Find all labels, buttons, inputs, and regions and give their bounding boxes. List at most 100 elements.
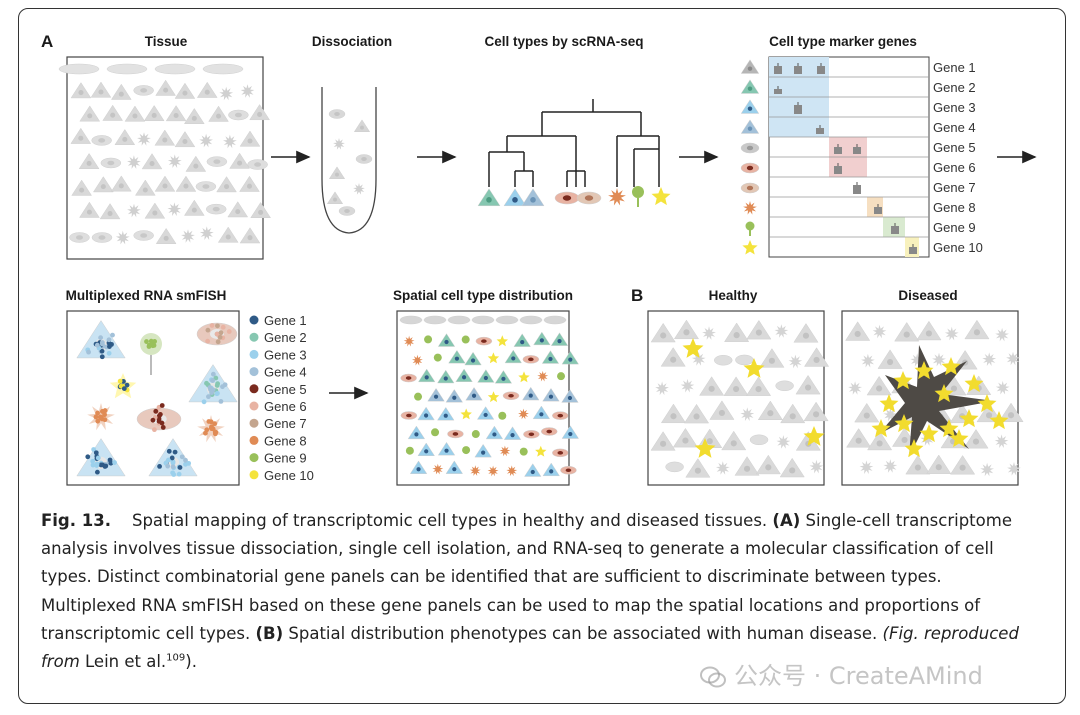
spatial-microglia	[431, 428, 440, 437]
diseased-glial-cell	[994, 434, 1009, 448]
cell-nucleus	[237, 160, 243, 166]
smfish-cells	[76, 320, 238, 477]
transcript-dot	[112, 460, 117, 465]
cell-nucleus	[86, 160, 92, 166]
transcript-dot	[183, 457, 188, 463]
spatial-glial-cell	[506, 465, 518, 477]
legend-swatch-6	[249, 401, 259, 411]
transcript-dot	[215, 323, 220, 329]
cell-nucleus	[530, 469, 535, 475]
cell-nucleus	[414, 432, 419, 437]
transcript-dot	[170, 460, 176, 466]
label-dissociation: Dissociation	[312, 34, 392, 49]
leaf-cell-6	[608, 188, 626, 206]
reactive-astrocyte	[964, 374, 984, 393]
marker-row-icon	[745, 221, 755, 231]
cell-nucleus	[461, 375, 467, 380]
cell-nucleus	[443, 376, 448, 381]
cell-nucleus	[247, 138, 253, 144]
marker-expression-bar	[874, 207, 882, 214]
caption-text-a: Single-cell transcriptome analysis invol…	[41, 511, 1012, 643]
diseased-cells	[845, 319, 1024, 477]
gene-row-label-1: Gene 1	[933, 60, 976, 75]
cell-nucleus	[876, 440, 883, 447]
diseased-glial-cell	[859, 460, 874, 474]
healthy-cells	[650, 319, 830, 478]
transcript-dot	[151, 343, 157, 348]
cell-nucleus	[528, 393, 533, 398]
tissue-glial-cell	[127, 203, 141, 218]
cell-nucleus	[193, 163, 199, 169]
spatial-microglia	[557, 372, 566, 381]
cell-nucleus	[706, 438, 713, 445]
spatial-glial-cell	[518, 408, 529, 420]
cell-nucleus	[216, 113, 222, 119]
diseased-glial-cell	[995, 327, 1009, 342]
spatial-surface-cell	[519, 315, 543, 325]
transcript-dot	[99, 341, 105, 347]
diseased-glial-cell	[872, 324, 887, 339]
diseased-glial-cell	[861, 353, 875, 368]
figure-caption: Fig. 13. Spatial mapping of transcriptom…	[41, 507, 1031, 676]
healthy-glial-cell	[715, 461, 730, 475]
cell-nucleus	[98, 138, 106, 143]
cell-nucleus	[512, 197, 518, 203]
healthy-glial-cell	[740, 407, 755, 421]
transcript-dot	[98, 414, 103, 420]
healthy-glial-cell	[691, 352, 706, 366]
cell-nucleus	[876, 385, 883, 392]
transcript-dot	[177, 465, 183, 470]
marker-expression-bar	[794, 105, 802, 114]
cell-nucleus	[557, 413, 564, 418]
tissue-glial-cell	[240, 84, 255, 98]
cell-nucleus	[406, 413, 412, 418]
marker-expression-bar	[891, 226, 899, 234]
reactive-astrocyte	[977, 394, 997, 413]
tissue-glial-cell	[115, 230, 130, 245]
reactive-astrocyte	[894, 414, 914, 433]
cell-nucleus	[863, 412, 870, 419]
transcript-dot	[99, 409, 105, 414]
cell-nucleus	[973, 329, 981, 336]
transcript-dot	[156, 413, 162, 419]
spatial-microglia	[433, 353, 442, 362]
tissue-glial-cell	[223, 134, 237, 149]
legend-swatch-10	[249, 470, 259, 480]
transcript-dot	[165, 457, 171, 463]
cell-nucleus	[98, 235, 106, 240]
cell-nucleus	[142, 187, 148, 193]
label-diseased: Diseased	[898, 288, 957, 303]
spatial-glial-cell	[403, 335, 415, 347]
legend-swatch-5	[249, 384, 259, 394]
cell-nucleus	[416, 467, 421, 472]
cell-nucleus	[557, 339, 562, 344]
cell-nucleus	[694, 467, 701, 474]
diseased-glial-cell	[932, 352, 946, 367]
cell-nucleus	[234, 112, 242, 118]
transcript-dot	[106, 337, 112, 343]
cell-nucleus	[163, 235, 169, 241]
cell-nucleus	[568, 357, 573, 362]
transcript-dot	[186, 460, 192, 466]
reactive-astrocyte	[904, 439, 924, 458]
watermark-text: 公众号 · CreateAMind	[734, 662, 983, 690]
tube-glial-cell	[353, 183, 365, 195]
cell-nucleus	[972, 438, 980, 445]
legend-swatch-9	[249, 453, 259, 463]
reactive-astrocyte	[879, 394, 899, 413]
transcript-dot	[171, 472, 177, 477]
transcript-dot	[212, 421, 218, 427]
tube-glial-cell	[333, 138, 345, 150]
transcript-dot	[204, 380, 209, 386]
cell-nucleus	[152, 210, 158, 216]
spatial-glial-cell	[537, 370, 549, 382]
cell-nucleus	[789, 413, 796, 420]
tissue-glial-cell	[181, 229, 195, 243]
gene-row-label-3: Gene 3	[933, 100, 976, 115]
transcript-dot	[215, 339, 221, 345]
cell-nucleus	[959, 464, 966, 471]
cell-nucleus	[246, 183, 253, 189]
label-tissue: Tissue	[145, 34, 188, 49]
healthy-astrocyte	[743, 358, 765, 378]
spatial-glial-cell	[499, 445, 511, 457]
